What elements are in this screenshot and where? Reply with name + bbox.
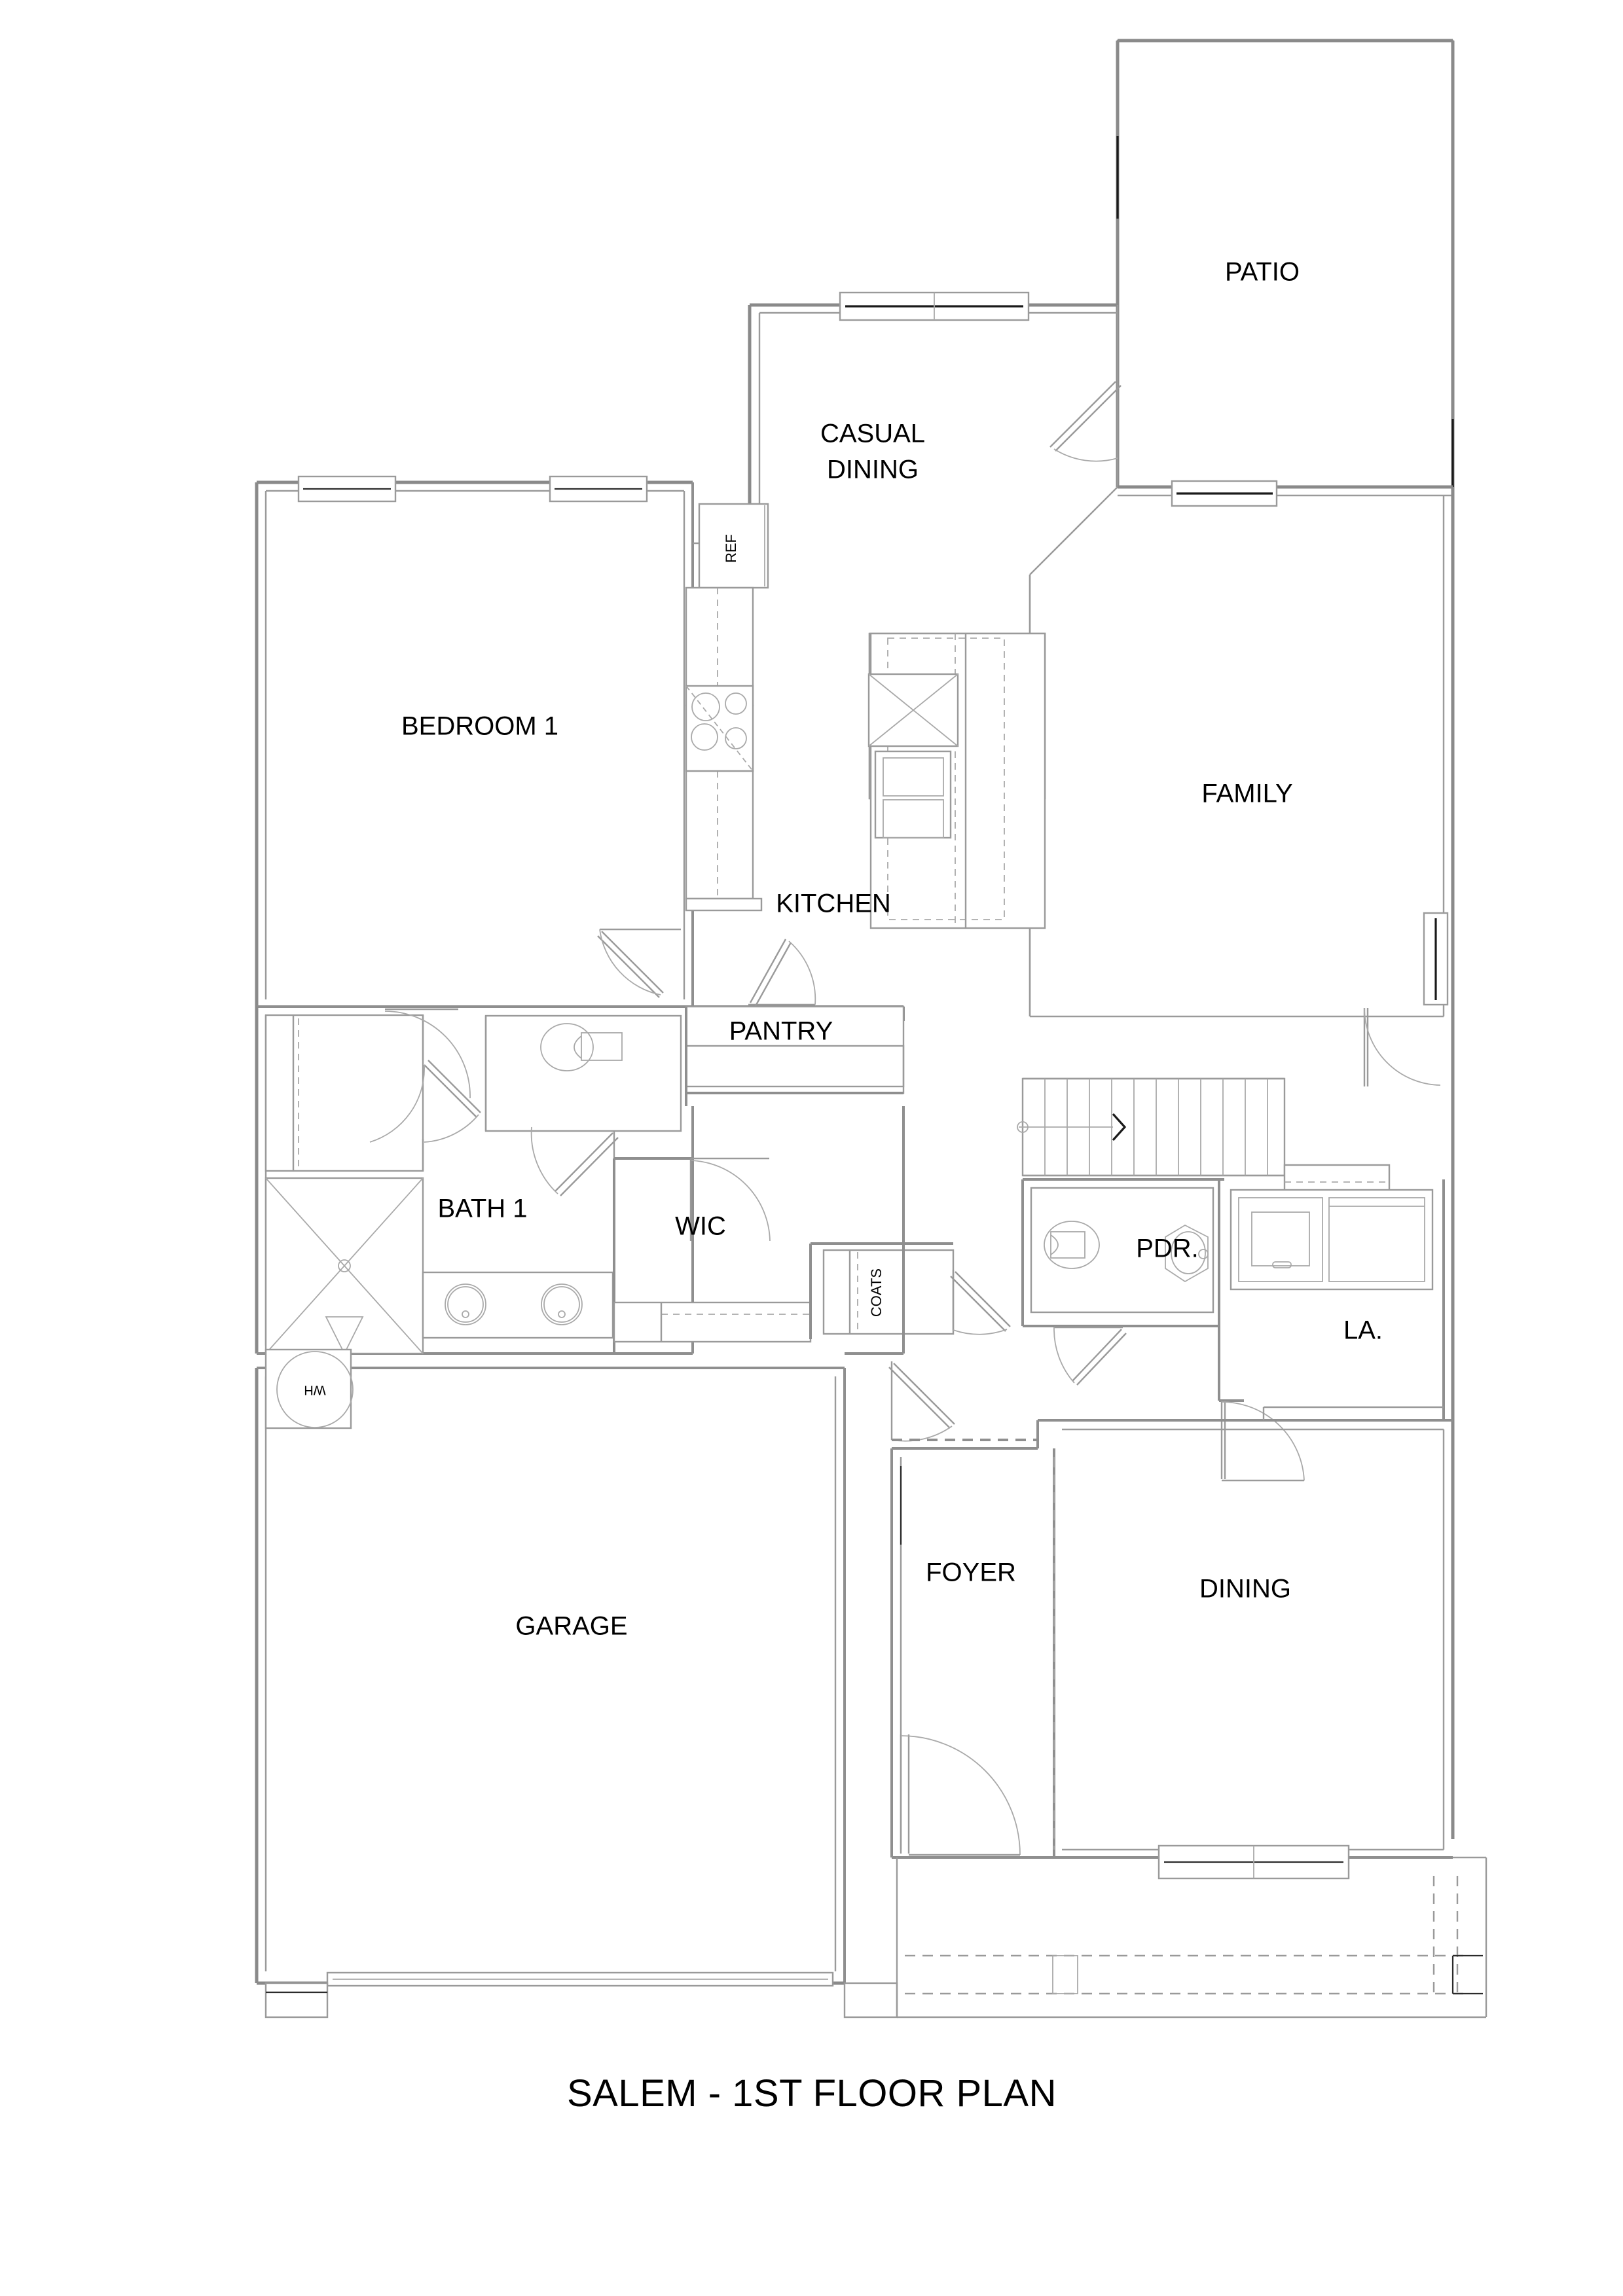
kitchen-island	[867, 632, 1046, 929]
coats-closet	[809, 1242, 955, 1339]
room-label-casual-dining-line2: DINING	[827, 456, 919, 484]
foyer-walls	[890, 1448, 1055, 1859]
front-porch	[896, 1856, 1487, 2018]
door-wic[interactable]	[689, 1157, 771, 1242]
room-label-wic: WIC	[675, 1212, 726, 1241]
room-labels: PATIO CASUAL DINING BEDROOM 1 FAMILY KIT…	[401, 258, 1383, 1641]
laundry-room	[1218, 1179, 1445, 1419]
dining-walls	[1054, 1406, 1453, 1859]
room-label-pdr: PDR.	[1136, 1234, 1199, 1263]
room-label-bedroom-1: BEDROOM 1	[401, 712, 558, 741]
stairs-up	[1017, 1077, 1391, 1200]
pedestal-sink-pdr	[1165, 1224, 1209, 1283]
window-family-top	[1171, 480, 1278, 507]
room-label-family: FAMILY	[1201, 780, 1292, 808]
casual-dining-walls	[748, 303, 1119, 504]
door-bedroom-closet[interactable]	[369, 1060, 481, 1143]
vanity-bath-1	[422, 1271, 614, 1339]
room-label-garage: GARAGE	[515, 1612, 627, 1641]
page-title: SALEM - 1ST FLOOR PLAN	[567, 2072, 1057, 2115]
toilet-bath-1	[540, 1023, 623, 1071]
door-garage-entry[interactable]	[888, 1361, 955, 1442]
room-label-foyer: FOYER	[926, 1558, 1016, 1587]
water-heater	[264, 1348, 354, 1429]
room-label-pantry: PANTRY	[729, 1017, 833, 1046]
door-pantry[interactable]	[748, 939, 816, 1007]
wic-walls	[613, 1157, 812, 1354]
refrigerator-label: REF	[723, 534, 739, 563]
room-label-dining: DINING	[1199, 1575, 1291, 1604]
bedroom-1-walls	[255, 480, 694, 1008]
door-front-entry[interactable]	[900, 1734, 1021, 1856]
room-label-kitchen: KITCHEN	[776, 889, 891, 918]
bedroom-closet	[264, 1014, 424, 1172]
window-bedroom-left	[297, 475, 397, 503]
door-coats[interactable]	[950, 1270, 1011, 1335]
door-laundry[interactable]	[1220, 1401, 1305, 1482]
garage-walls	[255, 1367, 898, 2018]
coats-label: COATS	[868, 1268, 884, 1317]
window-bedroom-right	[549, 475, 648, 503]
room-label-patio: PATIO	[1225, 258, 1300, 287]
door-bath-wic[interactable]	[530, 1126, 619, 1196]
window-family-right	[1423, 912, 1449, 1006]
fixture-annotations: REF COATS WH	[304, 534, 884, 1397]
door-bath-1-hall[interactable]	[384, 1008, 471, 1099]
window-casual-dining	[839, 291, 1030, 321]
door-patio[interactable]	[1049, 380, 1122, 462]
refrigerator	[698, 503, 769, 589]
door-pdr[interactable]	[1053, 1326, 1127, 1386]
room-label-bath-1: BATH 1	[437, 1194, 527, 1223]
water-heater-label: WH	[304, 1383, 325, 1397]
shower-stall	[264, 1177, 424, 1355]
pantry	[685, 1005, 905, 1106]
washer	[1238, 1197, 1323, 1282]
room-label-casual-dining-line1: CASUAL	[820, 420, 925, 448]
toilet-pdr	[1044, 1221, 1100, 1269]
dryer	[1328, 1197, 1425, 1282]
window-dining	[1158, 1844, 1350, 1880]
range-cooktop	[685, 685, 754, 772]
hall-walls	[845, 1106, 1113, 1450]
room-label-laundry: LA.	[1343, 1316, 1383, 1345]
door-family-hall[interactable]	[1363, 1007, 1441, 1086]
door-bedroom-1[interactable]	[597, 928, 681, 998]
